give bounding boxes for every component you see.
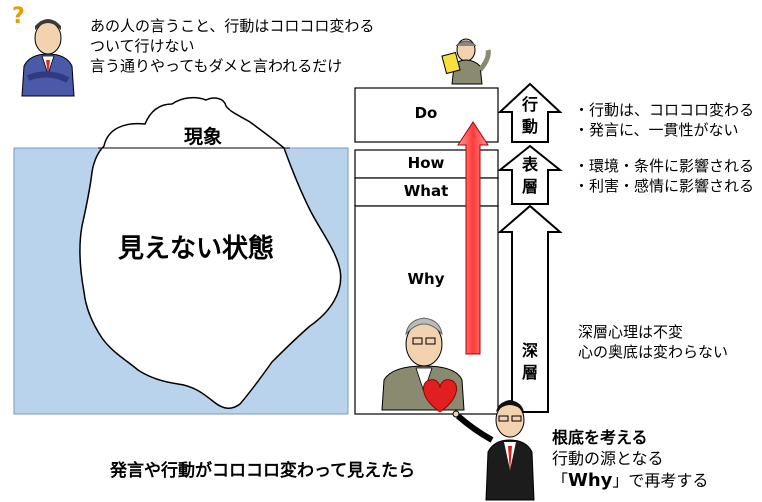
question-mark-icon: ? [12,4,25,29]
complaint-line-2: ついて行けない [90,37,195,55]
complaint-line-1: あの人の言うこと、行動はコロコロ変わる [90,17,375,35]
surface-note-1: ・環境・条件に影響される [574,157,755,175]
iceberg-body-label: 見えない状態 [118,234,275,264]
conclusion-line-2: 行動の源となる [552,449,664,468]
bracket-open: 「 [552,471,569,490]
deep-note-2: 心の奥底は変わらない [578,343,729,361]
pointing-man-icon [452,400,535,501]
action-notes: ・行動は、コロコロ変わる ・発言に、一貫性がない [574,100,754,140]
action-note-2: ・発言に、一貫性がない [574,121,739,139]
heart-icon [422,379,458,413]
action-arrow [497,82,563,143]
complaint-quote: あの人の言うこと、行動はコロコロ変わる ついて行けない 言う通りやってもダメと言… [90,16,374,76]
bottom-caption: 発言や行動がコロコロ変わって見えたら [110,461,416,481]
deep-arrow [497,204,563,413]
surface-arrow [497,144,563,205]
surface-note-2: ・利害・感情に影響される [574,177,755,195]
confused-businessman-icon [21,19,75,97]
do-label: Do [414,104,438,122]
action-arrow-label: 行動 [521,95,538,136]
conclusion-line-3: 「Why」で再考する [552,470,708,492]
red-up-arrow [457,121,489,355]
why-label: Why [407,270,445,288]
deep-note-1: 深層心理は不変 [578,323,684,341]
what-label: What [403,182,449,200]
conclusion-message: 根底を考える 行動の源となる 「Why」で再考する [552,428,708,492]
bracket-rest: 」で再考する [612,471,709,490]
conclusion-heading: 根底を考える [552,428,648,447]
surface-notes: ・環境・条件に影響される ・利害・感情に影響される [574,156,754,196]
surface-arrow-label: 表層 [521,155,538,196]
iceberg-tip-label: 現象 [184,126,223,148]
why-keyword: Why [568,470,613,491]
complaint-line-3: 言う通りやってもダメと言われるだけ [90,57,343,75]
iceberg-shape [79,96,342,409]
how-label: How [407,154,445,172]
action-note-1: ・行動は、コロコロ変わる [574,101,755,119]
deep-notes: 深層心理は不変 心の奥底は変わらない [578,322,728,362]
man-with-paper-icon [441,38,491,85]
deep-arrow-label: 深層 [521,341,538,382]
